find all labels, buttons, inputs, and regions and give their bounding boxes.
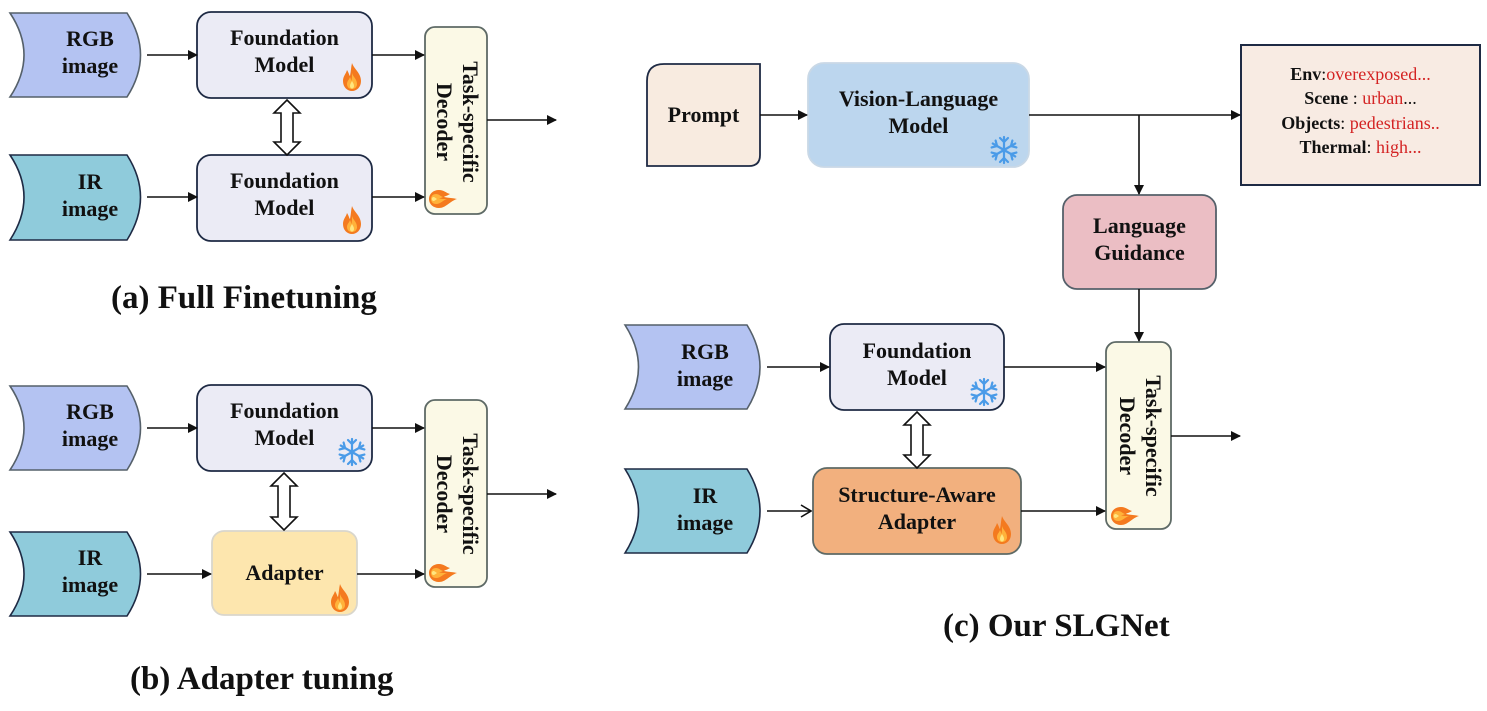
- info-value: pedestrians..: [1349, 112, 1440, 133]
- ir-image-label-a: IR image: [40, 169, 140, 223]
- adapter-label-line1: Structure-Aware: [838, 482, 996, 507]
- decoder-label-line2: Decoder: [431, 454, 457, 534]
- info-value: high: [1376, 136, 1409, 157]
- rgb-label-line1: RGB: [66, 26, 114, 51]
- structure-aware-adapter-label: Structure-Aware Adapter: [813, 482, 1021, 536]
- rgb-image-label-a: RGB image: [40, 26, 140, 80]
- ir-label-line1: IR: [692, 483, 718, 508]
- info-value: urban: [1362, 88, 1404, 109]
- fm-label-line1: Foundation: [230, 398, 339, 423]
- info-line-objects: Objects: pedestrians..: [1241, 111, 1480, 135]
- rgb-image-input-b: [8, 385, 142, 471]
- ir-label-line1: IR: [77, 545, 103, 570]
- task-decoder-label-b: Task-specific Decoder: [429, 404, 483, 584]
- ir-image-label-c: IR image: [655, 483, 755, 537]
- fm-label-line1: Foundation: [230, 168, 339, 193]
- rgb-label-line2: image: [61, 425, 119, 451]
- info-tail: ...: [1403, 88, 1417, 109]
- language-guidance-label: Language Guidance: [1063, 213, 1216, 267]
- info-key: Env: [1290, 64, 1322, 84]
- rgb-image-label-c: RGB image: [655, 339, 755, 393]
- ir-image-input-b: [8, 531, 142, 617]
- foundation-model-bottom-label-a: Foundation Model: [197, 168, 372, 222]
- bidirectional-arrow-a: [272, 98, 302, 157]
- info-sep: :: [1340, 112, 1350, 133]
- adapter-label-line2: Adapter: [877, 508, 957, 534]
- rgb-label-line1: RGB: [66, 399, 114, 424]
- foundation-model-label-b: Foundation Model: [197, 398, 372, 452]
- rgb-image-input-a: [8, 12, 142, 98]
- ir-image-input-a: [8, 154, 142, 241]
- rgb-image-label-b: RGB image: [40, 399, 140, 453]
- ir-image-input-c: [623, 468, 761, 554]
- info-sep: :: [1321, 64, 1327, 84]
- info-sep: :: [1366, 136, 1376, 157]
- info-key: Thermal: [1299, 136, 1367, 157]
- scene-info-text: Env:overexposed... Scene : urban... Obje…: [1241, 62, 1480, 159]
- ir-label-line2: image: [61, 571, 119, 597]
- info-line-scene: Scene : urban...: [1241, 86, 1480, 110]
- decoder-label-line1: Task-specific: [1141, 375, 1166, 497]
- panel-b-adapter-tuning: [8, 384, 557, 617]
- prompt-box: [646, 63, 761, 167]
- guidance-label-line1: Language: [1093, 213, 1186, 238]
- decoder-label-line2: Decoder: [431, 82, 457, 162]
- info-tail: ...: [1417, 64, 1431, 84]
- info-line-env: Env:overexposed...: [1241, 62, 1480, 86]
- scene-info-box: [1240, 44, 1481, 186]
- info-tail: ...: [1408, 136, 1422, 157]
- info-sep: :: [1348, 88, 1363, 109]
- decoder-label-line2: Decoder: [1114, 396, 1140, 476]
- rgb-label-line1: RGB: [681, 339, 729, 364]
- prompt-label: Prompt: [647, 102, 760, 129]
- vlm-label-line1: Vision-Language: [838, 86, 999, 111]
- caption-b: (b) Adapter tuning: [130, 661, 394, 697]
- adapter-label-b: Adapter: [212, 560, 357, 587]
- rgb-label-line2: image: [61, 52, 119, 78]
- caption-c: (c) Our SLGNet: [943, 608, 1170, 644]
- decoder-label-line1: Task-specific: [458, 433, 483, 555]
- ir-label-line2: image: [676, 509, 734, 535]
- fm-label-line2: Model: [254, 194, 315, 220]
- info-key: Scene: [1304, 88, 1349, 109]
- task-decoder-label-a: Task-specific Decoder: [429, 32, 483, 212]
- bidirectional-arrow-c: [902, 410, 932, 470]
- adapter-b: [211, 530, 358, 616]
- info-line-thermal: Thermal: high...: [1241, 135, 1480, 159]
- ir-label-line2: image: [61, 195, 119, 221]
- ir-image-label-b: IR image: [40, 545, 140, 599]
- prompt-label-text: Prompt: [667, 102, 740, 127]
- rgb-image-input-c: [623, 324, 761, 410]
- caption-a: (a) Full Finetuning: [111, 280, 377, 316]
- ir-label-line1: IR: [77, 169, 103, 194]
- foundation-model-label-c: Foundation Model: [830, 338, 1004, 392]
- decoder-label-line1: Task-specific: [458, 61, 483, 183]
- fm-label-line1: Foundation: [230, 25, 339, 50]
- vision-language-model-label: Vision-Language Model: [808, 86, 1029, 140]
- rgb-label-line2: image: [676, 365, 734, 391]
- bidirectional-arrow-b: [269, 471, 299, 532]
- adapter-label-text: Adapter: [245, 560, 324, 585]
- vlm-label-line2: Model: [888, 112, 949, 138]
- info-key: Objects: [1281, 112, 1341, 133]
- guidance-label-line2: Guidance: [1094, 239, 1185, 265]
- fm-label-line2: Model: [254, 424, 315, 450]
- task-decoder-label-c: Task-specific Decoder: [1112, 346, 1166, 526]
- panel-a-full-finetuning: [8, 11, 557, 242]
- foundation-model-top-label-a: Foundation Model: [197, 25, 372, 79]
- fm-label-line2: Model: [887, 364, 947, 390]
- fm-label-line1: Foundation: [862, 338, 972, 363]
- panel-c-slgnet: [623, 44, 1481, 555]
- fm-label-line2: Model: [254, 51, 315, 77]
- info-value: overexposed: [1326, 64, 1418, 84]
